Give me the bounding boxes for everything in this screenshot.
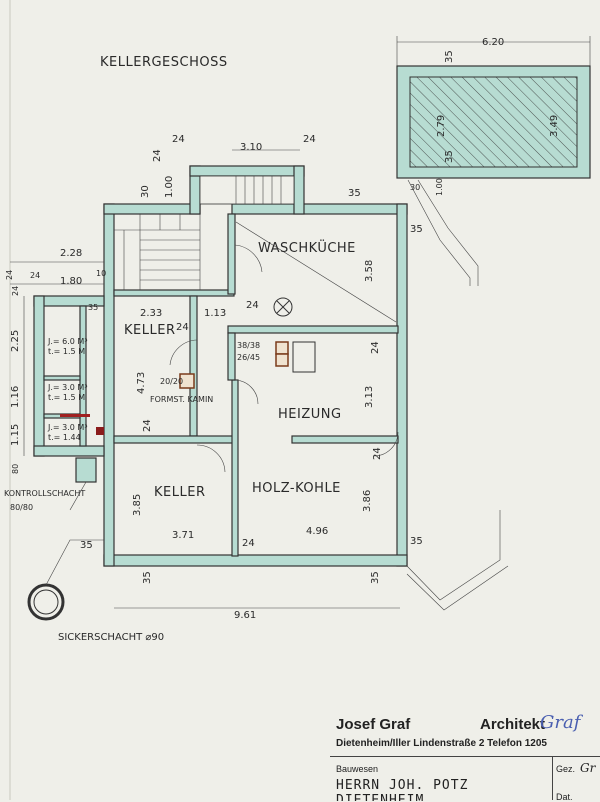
dim-115: 1.15 xyxy=(10,424,21,446)
dim-35-h: 35 xyxy=(142,571,153,584)
kontrollschacht-box xyxy=(75,457,97,483)
title-block-divider xyxy=(330,756,600,757)
dim-24-a: 24 xyxy=(172,134,185,145)
dim-496: 4.96 xyxy=(306,526,328,537)
outer-walls xyxy=(33,165,408,567)
dim-228: 2.28 xyxy=(60,248,82,259)
room-kamin: FORMST. KAMIN xyxy=(150,395,213,404)
label-sickerschacht: SICKERSCHACHT ⌀90 xyxy=(58,632,164,643)
door-swings xyxy=(169,221,399,473)
dim-385: 3.85 xyxy=(132,494,143,516)
chimney-blocks xyxy=(60,297,316,435)
dim-30-b: 30 xyxy=(410,183,420,192)
room-keller: KELLER xyxy=(154,485,205,500)
owner-name: HERRN JOH. POTZ xyxy=(336,778,469,793)
dim-180: 1.80 xyxy=(60,276,82,287)
label-chimney1: 38/38 xyxy=(237,341,260,350)
label-tank1: J.= 6.0 M³ xyxy=(47,337,88,346)
dim-24-e: 24 xyxy=(11,286,20,296)
dim-35-a: 35 xyxy=(444,50,455,63)
label-tank3b: t.= 1.44 xyxy=(48,433,81,442)
dim-279: 2.79 xyxy=(436,115,447,137)
gez-value: Gr xyxy=(580,761,596,775)
dim-24-b: 24 xyxy=(303,134,316,145)
architect-address: Dietenheim/Iller Lindenstraße 2 Telefon … xyxy=(336,738,547,749)
label-tank3: J.= 3.0 M³ xyxy=(47,423,88,432)
dim-24-c: 24 xyxy=(152,149,163,162)
plan-title: KELLERGESCHOSS xyxy=(100,55,228,70)
dim-225: 2.25 xyxy=(10,330,21,352)
owner-location: DIETENHEIM xyxy=(336,793,425,801)
dim-10: 10 xyxy=(96,269,106,278)
gez-label: Gez. xyxy=(556,764,576,774)
dim-313: 3.13 xyxy=(364,386,375,408)
dim-24-g: 24 xyxy=(246,300,259,311)
dim-35-f: 35 xyxy=(80,540,93,551)
label-chimney2: 26/45 xyxy=(237,353,260,362)
dim-35-b: 35 xyxy=(444,150,455,163)
dim-35-c: 35 xyxy=(348,188,361,199)
dim-358: 3.58 xyxy=(364,260,375,282)
dim-24-l: 24 xyxy=(5,270,14,280)
sickerschacht-circle xyxy=(27,539,104,621)
room-keller-small: KELLER xyxy=(124,323,175,338)
label-kontrollschacht: KONTROLLSCHACHT xyxy=(4,489,85,498)
dim-35-g: 35 xyxy=(410,536,423,547)
dim-386: 3.86 xyxy=(362,490,373,512)
label-kamin-size: 20/20 xyxy=(160,377,183,386)
dim-30: 30 xyxy=(140,185,151,198)
staircase xyxy=(114,175,295,290)
label-tank2: J.= 3.0 M³ xyxy=(47,383,88,392)
dim-961: 9.61 xyxy=(234,610,256,621)
architect-name: Josef Graf xyxy=(336,716,411,733)
room-heizung: HEIZUNG xyxy=(278,407,342,422)
dim-371: 3.71 xyxy=(172,530,194,541)
dim-349: 3.49 xyxy=(549,115,560,137)
label-kontrollschacht-size: 80/80 xyxy=(10,503,33,512)
label-tank2b: t.= 1.5 M xyxy=(48,393,85,402)
dim-35-e: 35 xyxy=(88,303,98,312)
dim-24-j: 24 xyxy=(372,447,383,460)
dim-100-b: 1.00 xyxy=(435,178,444,196)
architect-role: Architekt xyxy=(480,716,546,733)
dim-233: 2.33 xyxy=(140,308,162,319)
dim-310: 3.10 xyxy=(240,142,262,153)
dim-473: 4.73 xyxy=(136,372,147,394)
dim-24-f: 24 xyxy=(176,322,189,333)
inner-walls xyxy=(43,213,399,557)
room-holz-kohle: HOLZ-KOHLE xyxy=(252,481,341,496)
dim-24-k: 24 xyxy=(242,538,255,549)
dat-label: Dat. xyxy=(556,792,573,802)
dim-113: 1.13 xyxy=(204,308,226,319)
dim-116: 1.16 xyxy=(10,386,21,408)
title-block: Josef Graf Architekt Graf Dietenheim/Ill… xyxy=(330,708,600,802)
tank-outline xyxy=(396,65,591,179)
bauwesen-label: Bauwesen xyxy=(336,764,379,774)
dim-100-a: 1.00 xyxy=(164,176,175,198)
dim-80: 80 xyxy=(11,464,20,474)
architect-signature: Graf xyxy=(540,712,581,733)
dim-35-d: 35 xyxy=(410,224,423,235)
dim-24-h: 24 xyxy=(370,341,381,354)
title-block-divider-vertical xyxy=(552,756,553,800)
dim-620: 6.20 xyxy=(482,37,504,48)
label-tank1b: t.= 1.5 M xyxy=(48,347,85,356)
dim-24-d: 24 xyxy=(30,271,40,280)
room-waschkueche: WASCHKÜCHE xyxy=(258,239,356,256)
pipe-line xyxy=(407,179,471,286)
dim-35-i: 35 xyxy=(370,571,381,584)
terrain-line xyxy=(406,510,501,601)
dim-24-i: 24 xyxy=(142,419,153,432)
